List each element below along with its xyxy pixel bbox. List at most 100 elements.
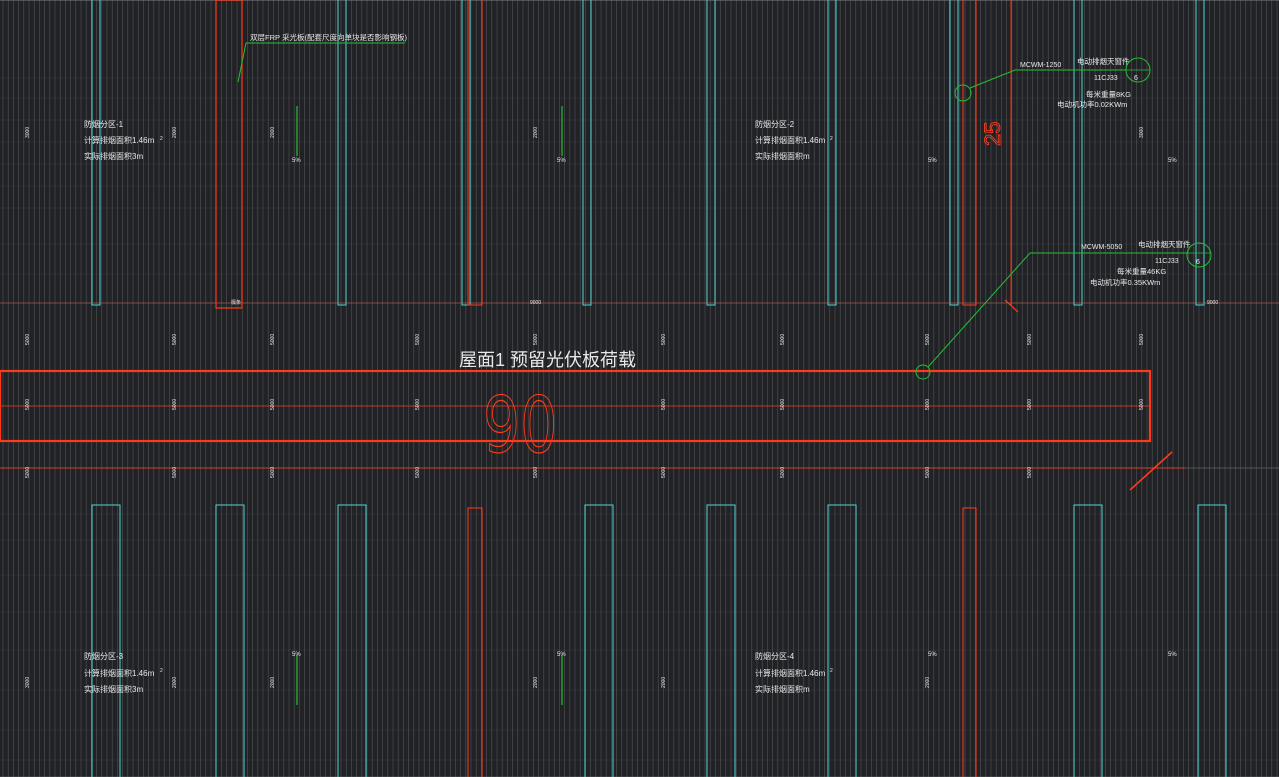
skylight-frame xyxy=(949,0,959,306)
skylight-frame xyxy=(1197,504,1227,777)
zone-name: 防烟分区-2 xyxy=(755,119,795,129)
rotated-label-25: 25 xyxy=(980,122,1005,146)
callout-circle-2 xyxy=(1186,242,1212,268)
dim-label: 5000 xyxy=(1027,467,1033,478)
red-gutter-bottom xyxy=(467,507,483,777)
slope-label: 5% xyxy=(557,652,566,658)
skylight-frame xyxy=(706,0,716,306)
skylight-callout-1: MCWM-1250 电动排烟天窗件 11CJ33 每米重量8KG 电动机功率0.… xyxy=(1020,56,1138,109)
dim-label: 5000 xyxy=(172,334,178,345)
zone-calc-area: 计算排烟面积1.46m xyxy=(755,135,826,145)
zone-label-1: 防烟分区-1 计算排烟面积1.46m 实际排烟面积3m 2 xyxy=(84,119,163,161)
top-note: 双层FRP 采光板(配套尺度向单块是否影响钢板) xyxy=(250,32,407,42)
zone-label-4: 防烟分区-4 计算排烟面积1.46m 实际排烟面积m 2 xyxy=(755,651,833,694)
dim-label: 3000 xyxy=(1139,127,1145,138)
dim-label: 3000 xyxy=(25,127,31,138)
callout-circle-num: 6 xyxy=(1134,75,1138,82)
callout-code: MCWM-1250 xyxy=(1020,62,1061,69)
skylight-frame xyxy=(1073,504,1103,777)
skylight-frame xyxy=(827,504,857,777)
dim-label: 5000 xyxy=(780,399,786,410)
zone-sup: 2 xyxy=(830,668,833,674)
zone-label-3: 防烟分区-3 计算排烟面积1.46m 实际排烟面积3m 2 xyxy=(84,651,163,694)
dim-label: 5000 xyxy=(1139,334,1145,345)
skylight-frame xyxy=(337,504,367,777)
callout-leader-2 xyxy=(927,252,1187,368)
pv-load-big-number: 90 xyxy=(483,381,557,472)
callout-power: 电动机功率0.02KWm xyxy=(1057,99,1127,109)
callout-title: 电动排烟天窗件 xyxy=(1077,56,1130,66)
red-gutter-top xyxy=(962,0,977,306)
dim-label: 5000 xyxy=(661,399,667,410)
dim-label: 5000 xyxy=(270,467,276,478)
zone-name: 防烟分区-4 xyxy=(755,651,795,661)
red-tick-mark xyxy=(1004,299,1019,313)
callout-origin-circle xyxy=(915,364,931,380)
zone-name: 防烟分区-1 xyxy=(84,119,124,129)
dim-label: 2000 xyxy=(661,677,667,688)
zone-actual-area: 实际排烟面积3m xyxy=(84,151,143,161)
callout-leader-1 xyxy=(969,69,1126,89)
dim-label: 2000 xyxy=(270,677,276,688)
callout-weight: 每米重量8KG xyxy=(1086,89,1131,99)
dim-label: 2000 xyxy=(172,127,178,138)
skylight-frame xyxy=(1073,0,1083,306)
dim-label: 5000 xyxy=(25,399,31,410)
zone-calc-area: 计算排烟面积1.46m xyxy=(84,668,155,678)
callout-title: 电动排烟天窗件 xyxy=(1138,239,1191,249)
skylight-frame xyxy=(337,0,347,306)
dim-label: 5000 xyxy=(780,467,786,478)
slope-label: 5% xyxy=(292,158,301,164)
dim-label: 2000 xyxy=(270,127,276,138)
red-gutter-bottom xyxy=(962,507,977,777)
dim-label: 5000 xyxy=(415,399,421,410)
pv-load-title: 屋面1 预留光伏板荷载 xyxy=(459,350,636,370)
skylight-frame xyxy=(215,504,245,777)
dim-9000-label: 9000 xyxy=(1207,300,1218,306)
red-gutter-top xyxy=(467,0,483,306)
dim-label: 2000 xyxy=(925,677,931,688)
skylight-frame xyxy=(1195,0,1205,306)
dim-label: 5000 xyxy=(780,334,786,345)
dim-label: 2000 xyxy=(533,677,539,688)
dim-label: 5000 xyxy=(172,467,178,478)
dim-label: 5000 xyxy=(925,334,931,345)
dim-label: 3000 xyxy=(25,677,31,688)
callout-code: MCWM-5050 xyxy=(1081,244,1122,251)
skylight-frame xyxy=(584,504,614,777)
slope-label: 5% xyxy=(557,158,566,164)
zone-calc-area: 计算排烟面积1.46m xyxy=(755,668,826,678)
callout-ref: 11CJ33 xyxy=(1155,258,1179,265)
dim-label: 2000 xyxy=(533,127,539,138)
zone-name: 防烟分区-3 xyxy=(84,651,124,661)
skylight-frame xyxy=(582,0,592,306)
dim-label: 5000 xyxy=(1139,399,1145,410)
zone-actual-area: 实际排烟面积m xyxy=(755,684,810,694)
skylight-callout-2: MCWM-5050 电动排烟天窗件 11CJ33 每米重量46KG 电动机功率0… xyxy=(1081,239,1200,287)
slope-label: 5% xyxy=(1168,652,1177,658)
callout-power: 电动机功率0.35KWm xyxy=(1090,277,1160,287)
callout-ref: 11CJ33 xyxy=(1094,75,1118,82)
dim-9000-label: 9000 xyxy=(530,300,541,306)
dim-label: 5000 xyxy=(25,334,31,345)
dim-label: 5000 xyxy=(1027,334,1033,345)
dim-label: 5000 xyxy=(1027,399,1033,410)
dim-label: 5000 xyxy=(925,399,931,410)
dim-label: 5000 xyxy=(661,467,667,478)
skylight-frame xyxy=(461,0,471,306)
dim-label: 5000 xyxy=(661,334,667,345)
red-tick-mark xyxy=(1129,451,1173,491)
note-leader xyxy=(237,42,405,83)
dim-label: 5000 xyxy=(533,334,539,345)
dim-label: 5000 xyxy=(415,334,421,345)
skylight-frame xyxy=(91,504,121,777)
slope-label: 5% xyxy=(928,652,937,658)
zone-sup: 2 xyxy=(160,668,163,674)
leader-lines xyxy=(237,42,1212,705)
slope-label: 5% xyxy=(292,652,301,658)
zone-actual-area: 实际排烟面积m xyxy=(755,151,810,161)
